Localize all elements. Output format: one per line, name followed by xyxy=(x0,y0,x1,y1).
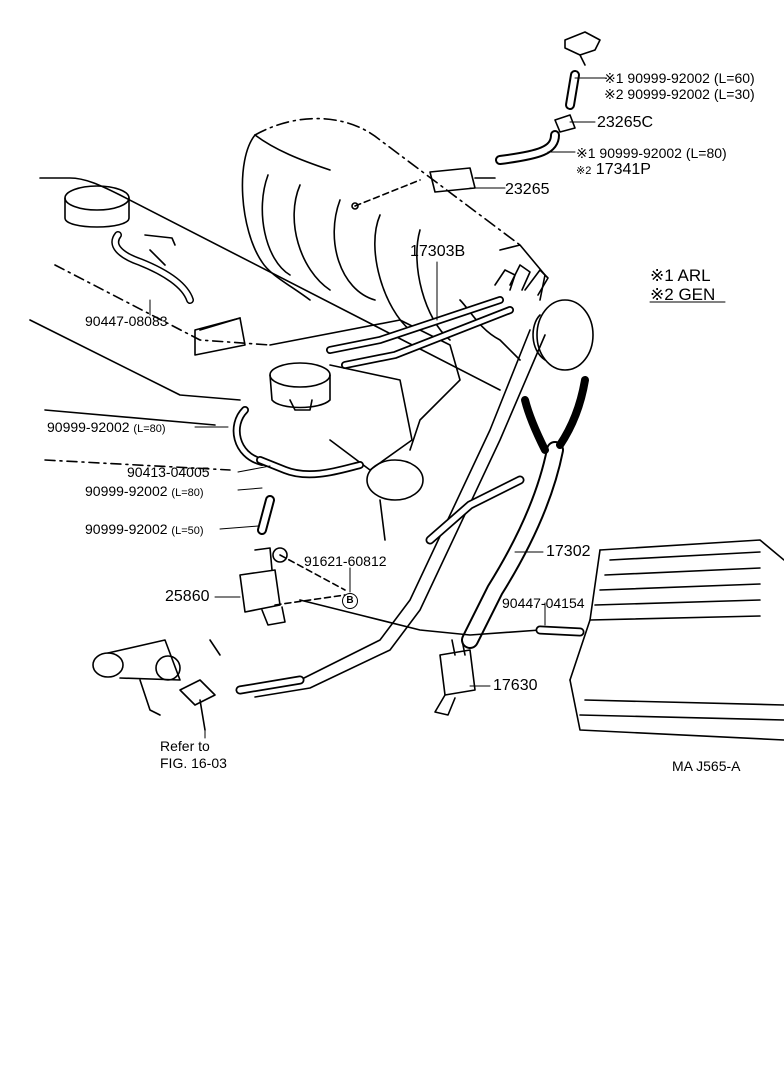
hose-set-17303b xyxy=(326,264,594,371)
oil-filler-cap xyxy=(64,185,130,228)
air-cleaner-case xyxy=(569,539,784,741)
label-part-90413-04005: 90413-04005 xyxy=(127,464,210,480)
vsv-25860 xyxy=(239,547,346,626)
label-hose-l50: 90999-92002 (L=50) xyxy=(85,521,204,537)
label-part-90447-08083: 90447-08083 xyxy=(85,313,168,329)
label-fig-reference: FIG. 16-03 xyxy=(160,755,227,771)
label-part-23265: 23265 xyxy=(505,181,550,198)
label-hose-l80-b: 90999-92002 (L=80) xyxy=(85,483,204,499)
hose-set-17302 xyxy=(235,329,589,698)
drawing-code: MA J565-A xyxy=(672,758,741,774)
label-part-90447-04154: 90447-04154 xyxy=(502,595,585,611)
hose-90447-08083 xyxy=(111,231,194,304)
label-hose-upper-1: ※1 90999-92002 (L=60) xyxy=(604,70,755,86)
label-part-25860: 25860 xyxy=(165,588,210,605)
sensor-17630 xyxy=(434,639,476,716)
legend-item-gen: ※2 GEN xyxy=(650,285,716,304)
label-hose-upper-2: ※2 90999-92002 (L=30) xyxy=(604,86,755,102)
legend-item-arl: ※1 ARL xyxy=(650,266,711,285)
water-outlet-thermo-valve xyxy=(92,639,221,731)
label-part-91621-60812: 91621-60812 xyxy=(304,553,387,569)
label-part-17303b: 17303B xyxy=(410,243,466,260)
leader-lines xyxy=(149,77,726,739)
label-hose-mid-1: ※1 90999-92002 (L=80) xyxy=(576,145,727,161)
circle-b-marker: B xyxy=(342,590,358,609)
label-part-17302: 17302 xyxy=(546,543,591,560)
label-refer-to: Refer to xyxy=(160,738,210,754)
upper-hoses xyxy=(351,31,601,210)
label-part-17341p: ※2 17341P xyxy=(576,161,651,178)
label-part-17630: 17630 xyxy=(493,677,538,694)
label-hose-l80-a: 90999-92002 (L=80) xyxy=(47,419,166,435)
vacuum-modulator xyxy=(232,362,424,541)
label-part-23265c: 23265C xyxy=(597,114,654,131)
engine-block xyxy=(29,117,546,471)
